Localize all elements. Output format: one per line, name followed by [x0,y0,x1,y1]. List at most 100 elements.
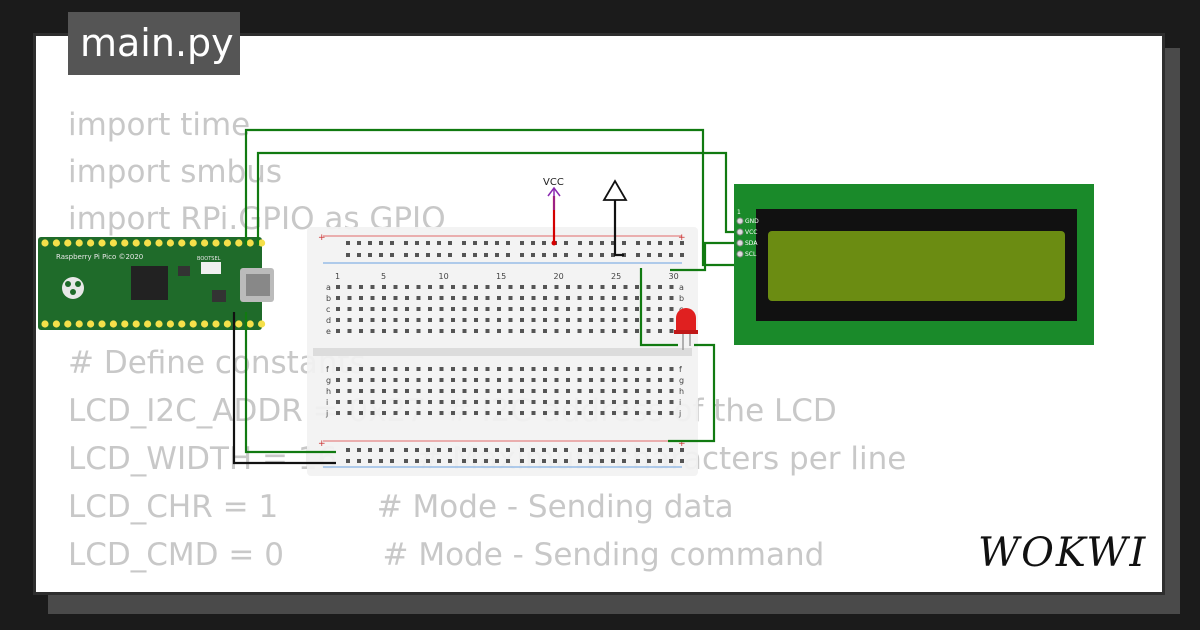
breadboard-hole[interactable] [635,389,639,393]
breadboard-hole[interactable] [416,411,421,415]
breadboard-hole[interactable] [359,400,363,404]
rail-hole[interactable] [346,253,350,257]
rail-hole[interactable] [564,253,568,257]
breadboard-hole[interactable] [577,400,582,404]
rail-hole[interactable] [589,241,593,245]
rail-hole[interactable] [368,253,372,257]
breadboard-hole[interactable] [497,285,501,289]
rail-hole[interactable] [379,459,383,463]
rail-hole[interactable] [564,448,568,452]
pico-pin[interactable] [64,239,72,247]
breadboard-hole[interactable] [543,389,547,393]
breadboard-hole[interactable] [554,378,559,382]
breadboard-hole[interactable] [370,318,375,322]
breadboard-hole[interactable] [600,296,605,300]
breadboard-hole[interactable] [451,285,455,289]
breadboard-hole[interactable] [623,307,628,311]
rail-hole[interactable] [658,459,662,463]
rail-hole[interactable] [506,448,510,452]
breadboard-hole[interactable] [543,296,547,300]
breadboard-hole[interactable] [439,411,444,415]
rail-hole[interactable] [589,459,593,463]
rail-hole[interactable] [669,253,673,257]
breadboard-hole[interactable] [462,296,467,300]
rail-hole[interactable] [357,459,361,463]
breadboard-hole[interactable] [405,296,409,300]
breadboard-hole[interactable] [646,318,651,322]
rail-hole[interactable] [658,241,662,245]
breadboard-hole[interactable] [646,411,651,415]
breadboard-hole[interactable] [382,296,386,300]
breadboard-hole[interactable] [485,367,490,371]
breadboard-hole[interactable] [520,296,524,300]
pico-pin[interactable] [246,239,254,247]
rail-hole[interactable] [520,241,524,245]
breadboard-hole[interactable] [428,367,432,371]
rail-hole[interactable] [600,448,604,452]
breadboard-hole[interactable] [474,318,478,322]
breadboard-hole[interactable] [508,296,513,300]
rail-hole[interactable] [404,241,408,245]
rail-hole[interactable] [531,459,535,463]
breadboard-hole[interactable] [600,329,605,333]
breadboard-hole[interactable] [462,411,467,415]
breadboard-hole[interactable] [416,329,421,333]
rail-hole[interactable] [553,253,557,257]
breadboard-hole[interactable] [336,329,340,333]
breadboard-hole[interactable] [623,400,628,404]
breadboard-hole[interactable] [646,285,651,289]
breadboard-hole[interactable] [531,400,536,404]
rail-hole[interactable] [611,459,615,463]
breadboard-hole[interactable] [566,285,570,289]
breadboard-hole[interactable] [370,389,375,393]
breadboard-hole[interactable] [589,400,593,404]
breadboard-hole[interactable] [347,389,352,393]
breadboard-hole[interactable] [382,389,386,393]
breadboard-hole[interactable] [623,378,628,382]
lcd-pin[interactable] [736,228,744,236]
pico-board[interactable]: Raspberry Pi Pico ©2020 BOOTSEL [38,237,274,330]
pico-pin[interactable] [178,239,186,247]
breadboard-hole[interactable] [531,307,536,311]
breadboard-hole[interactable] [347,329,352,333]
breadboard-hole[interactable] [497,389,501,393]
rail-hole[interactable] [647,241,651,245]
breadboard-hole[interactable] [646,389,651,393]
rail-hole[interactable] [564,459,568,463]
breadboard-hole[interactable] [612,296,616,300]
breadboard-hole[interactable] [520,307,524,311]
breadboard-hole[interactable] [336,318,340,322]
breadboard-hole[interactable] [531,378,536,382]
breadboard-hole[interactable] [382,367,386,371]
rail-hole[interactable] [415,448,419,452]
breadboard-hole[interactable] [393,367,398,371]
rail-hole[interactable] [357,241,361,245]
breadboard-hole[interactable] [416,378,421,382]
breadboard-hole[interactable] [462,318,467,322]
breadboard-hole[interactable] [612,411,616,415]
breadboard-hole[interactable] [577,285,582,289]
breadboard-hole[interactable] [554,329,559,333]
pico-pin[interactable] [144,320,152,328]
breadboard-hole[interactable] [623,296,628,300]
breadboard-hole[interactable] [393,411,398,415]
breadboard-hole[interactable] [359,367,363,371]
breadboard-hole[interactable] [347,400,352,404]
breadboard-hole[interactable] [485,318,490,322]
breadboard-hole[interactable] [485,307,490,311]
breadboard-hole[interactable] [370,296,375,300]
breadboard-hole[interactable] [359,296,363,300]
pico-pin[interactable] [212,320,220,328]
breadboard-hole[interactable] [589,378,593,382]
breadboard-hole[interactable] [462,400,467,404]
breadboard-hole[interactable] [428,378,432,382]
breadboard-hole[interactable] [531,285,536,289]
breadboard-hole[interactable] [577,318,582,322]
breadboard-hole[interactable] [462,389,467,393]
breadboard-hole[interactable] [485,389,490,393]
breadboard-hole[interactable] [462,285,467,289]
rail-hole[interactable] [531,253,535,257]
breadboard-hole[interactable] [589,318,593,322]
breadboard-hole[interactable] [428,285,432,289]
rail-hole[interactable] [636,241,640,245]
